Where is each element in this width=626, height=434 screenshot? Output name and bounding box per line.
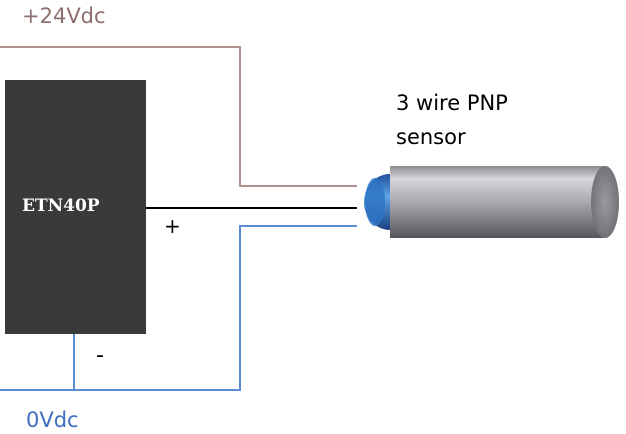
controller-name: ETN40P bbox=[22, 196, 100, 216]
minus-terminal-mark: - bbox=[96, 343, 104, 368]
negative-supply-label: 0Vdc bbox=[26, 408, 79, 432]
sensor-cylinder bbox=[364, 166, 619, 238]
sensor-cap-face bbox=[365, 178, 385, 226]
sensor-end-face bbox=[591, 166, 619, 238]
sensor-title-line1: 3 wire PNP bbox=[396, 91, 508, 115]
positive-wire bbox=[0, 46, 357, 187]
positive-supply-label: +24Vdc bbox=[22, 4, 106, 28]
sensor-title: 3 wire PNP sensor bbox=[396, 86, 508, 154]
plus-terminal-mark: + bbox=[164, 214, 181, 238]
sensor-body bbox=[390, 166, 619, 238]
sensor-title-line2: sensor bbox=[396, 125, 466, 149]
controller-box bbox=[5, 80, 146, 334]
negative-wire-sensor bbox=[0, 225, 357, 391]
